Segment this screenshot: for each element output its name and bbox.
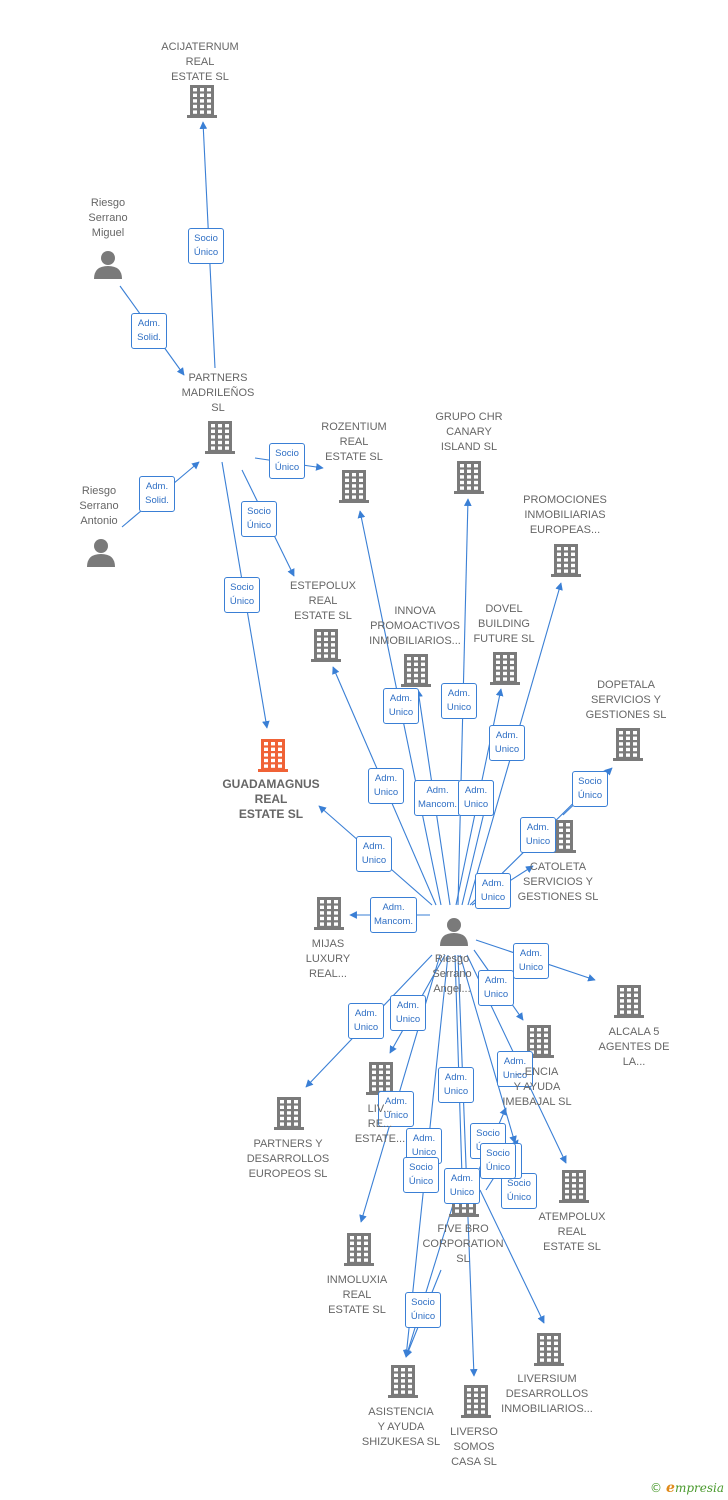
- edge-angel-to-fivebro: [454, 954, 466, 1177]
- person-icon-angel[interactable]: [440, 918, 468, 946]
- edge-label-angel-to-mijas[interactable]: Adm. Mancom.: [370, 897, 418, 933]
- node-label-alcala[interactable]: ALCALA 5 AGENTES DE LA...: [598, 1026, 670, 1068]
- edge-label-partners_mad-to-guadamagnus[interactable]: Socio Único: [224, 577, 260, 613]
- building-icon-promociones[interactable]: [551, 544, 581, 577]
- edge-label-angel-to-guadamagnus[interactable]: Adm. Unico: [356, 836, 392, 872]
- node-label-acija[interactable]: ACIJATERNUM REAL ESTATE SL: [161, 41, 239, 83]
- node-label-promociones[interactable]: PROMOCIONES INMOBILIARIAS EUROPEAS...: [523, 494, 607, 536]
- edge-label-liv_real-to-asistencia[interactable]: Socio Único: [405, 1292, 441, 1328]
- building-icon-inmoluxia[interactable]: [344, 1233, 374, 1266]
- node-label-catoleta[interactable]: CATOLETA SERVICIOS Y GESTIONES SL: [517, 861, 599, 903]
- edge-label-angel-to-imebajal[interactable]: Adm. Unico: [478, 970, 514, 1006]
- building-icon-partners_mad[interactable]: [205, 421, 235, 454]
- node-label-rozentium[interactable]: ROZENTIUM REAL ESTATE SL: [321, 421, 387, 463]
- edge-label-angel-to-catoleta[interactable]: Adm. Unico: [475, 873, 511, 909]
- edge-label-angel-to-estepolux[interactable]: Adm. Unico: [368, 768, 404, 804]
- edge-label-angel-to-fivebro[interactable]: Adm. Unico: [438, 1067, 474, 1103]
- person-icon-antonio[interactable]: [87, 539, 115, 567]
- node-label-miguel[interactable]: Riesgo Serrano Miguel: [88, 197, 128, 239]
- edge-angel-to-liversium: [459, 954, 517, 1144]
- edge-label-fivebro-to-asistencia[interactable]: Socio Único: [403, 1157, 439, 1193]
- node-label-angel[interactable]: Riesgo Serrano Angel...: [432, 953, 472, 995]
- node-label-antonio[interactable]: Riesgo Serrano Antonio: [79, 485, 119, 527]
- node-label-partners_eur[interactable]: PARTNERS Y DESARROLLOS EUROPEOS SL: [246, 1138, 330, 1180]
- edge-label-partners_mad-to-rozentium[interactable]: Socio Único: [269, 443, 305, 479]
- building-icon-liversium[interactable]: [534, 1333, 564, 1366]
- node-label-estepolux[interactable]: ESTEPOLUX REAL ESTATE SL: [289, 580, 357, 622]
- building-icon-rozentium[interactable]: [339, 470, 369, 503]
- node-label-imebajal[interactable]: ...ENCIA Y AYUDA IMEBAJAL SL: [502, 1066, 572, 1108]
- node-label-grupo_chr[interactable]: GRUPO CHR CANARY ISLAND SL: [435, 411, 503, 453]
- edge-label-angel-to-innova[interactable]: Adm. Mancom.: [414, 780, 462, 816]
- edge-label-antonio-to-partners_mad[interactable]: Adm. Solid.: [139, 476, 175, 512]
- edge-label-angel-to-inmoluxia[interactable]: Adm. Unico: [378, 1091, 414, 1127]
- brand-logo[interactable]: ©empresia: [650, 1480, 724, 1496]
- building-icon-alcala[interactable]: [614, 985, 644, 1018]
- copyright-symbol: ©: [650, 1481, 663, 1495]
- edge-label-angel-to-grupo_chr[interactable]: Adm. Unico: [441, 683, 477, 719]
- edge-label-angel-to-liv_real[interactable]: Adm. Unico: [390, 995, 426, 1031]
- edge-label-partners_mad-to-acija[interactable]: Socio Único: [188, 228, 224, 264]
- building-icon-guadamagnus[interactable]: [258, 739, 288, 772]
- brand-initial: e: [666, 1480, 675, 1496]
- node-label-dovel[interactable]: DOVEL BUILDING FUTURE SL: [473, 603, 535, 645]
- node-label-dopetala[interactable]: DOPETALA SERVICIOS Y GESTIONES SL: [585, 679, 667, 721]
- building-icon-estepolux[interactable]: [311, 629, 341, 662]
- building-icon-acija[interactable]: [187, 85, 217, 118]
- node-label-inmoluxia[interactable]: INMOLUXIA REAL ESTATE SL: [326, 1274, 388, 1316]
- edges-layer: [119, 121, 613, 1377]
- edge-label-angel-to-alcala[interactable]: Adm. Unico: [513, 943, 549, 979]
- edge-label-angel-to-promociones[interactable]: Adm. Unico: [489, 725, 525, 761]
- node-label-liversium[interactable]: LIVERSIUM DESARROLLOS INMOBILIARIOS...: [501, 1373, 593, 1415]
- node-label-innova[interactable]: INNOVA PROMOACTIVOS INMOBILIARIOS...: [369, 605, 461, 647]
- edge-fivebro-to-asistencia: [404, 1194, 457, 1358]
- building-icon-dopetala[interactable]: [613, 728, 643, 761]
- building-icon-dovel[interactable]: [490, 652, 520, 685]
- node-label-guadamagnus[interactable]: GUADAMAGNUS REAL ESTATE SL: [222, 777, 320, 821]
- edge-fivebro-to-liversium: [479, 1189, 545, 1324]
- building-icon-grupo_chr[interactable]: [454, 461, 484, 494]
- node-label-atempolux[interactable]: ATEMPOLUX REAL ESTATE SL: [538, 1211, 606, 1253]
- edge-angel-to-inmoluxia: [359, 954, 441, 1223]
- edge-label-miguel-to-partners_mad[interactable]: Adm. Solid.: [131, 313, 167, 349]
- building-icon-partners_eur[interactable]: [274, 1097, 304, 1130]
- edge-label-partners_mad-to-estepolux[interactable]: Socio Único: [241, 501, 277, 537]
- edge-label-angel-to-partners_eur[interactable]: Adm. Unico: [348, 1003, 384, 1039]
- edge-label-fivebro-to-atempolux[interactable]: Socio Único: [480, 1143, 516, 1179]
- edge-label-catoleta-to-dopetala[interactable]: Socio Único: [572, 771, 608, 807]
- building-icon-asistencia[interactable]: [388, 1365, 418, 1398]
- edge-label-angel-to-atempolux[interactable]: Adm. Unico: [497, 1051, 533, 1087]
- building-icon-innova[interactable]: [401, 654, 431, 687]
- node-label-liv_real[interactable]: LIV... RE... ESTATE...: [354, 1103, 406, 1145]
- edge-label-angel-to-dovel[interactable]: Adm. Unico: [458, 780, 494, 816]
- building-icon-liverso[interactable]: [461, 1385, 491, 1418]
- node-label-partners_mad[interactable]: PARTNERS MADRILEÑOS SL: [181, 372, 255, 414]
- brand-name: mpresia: [674, 1481, 724, 1495]
- node-label-mijas[interactable]: MIJAS LUXURY REAL...: [305, 938, 351, 980]
- edge-label-angel-to-rozentium[interactable]: Adm. Unico: [383, 688, 419, 724]
- person-icon-miguel[interactable]: [94, 251, 122, 279]
- building-icon-atempolux[interactable]: [559, 1170, 589, 1203]
- edge-angel-to-dovel: [461, 799, 490, 906]
- building-icon-mijas[interactable]: [314, 897, 344, 930]
- node-label-asistencia[interactable]: ASISTENCIA Y AYUDA SHIZUKESA SL: [361, 1406, 441, 1448]
- edge-angel-to-liverso: [457, 954, 478, 1377]
- node-label-liverso[interactable]: LIVERSO SOMOS CASA SL: [450, 1426, 498, 1468]
- edge-label-angel-to-dopetala[interactable]: Adm. Unico: [520, 817, 556, 853]
- edge-label-angel-to-liverso[interactable]: Adm. Unico: [444, 1168, 480, 1204]
- node-label-fivebro[interactable]: FIVE BRO CORPORATION SL: [422, 1223, 504, 1265]
